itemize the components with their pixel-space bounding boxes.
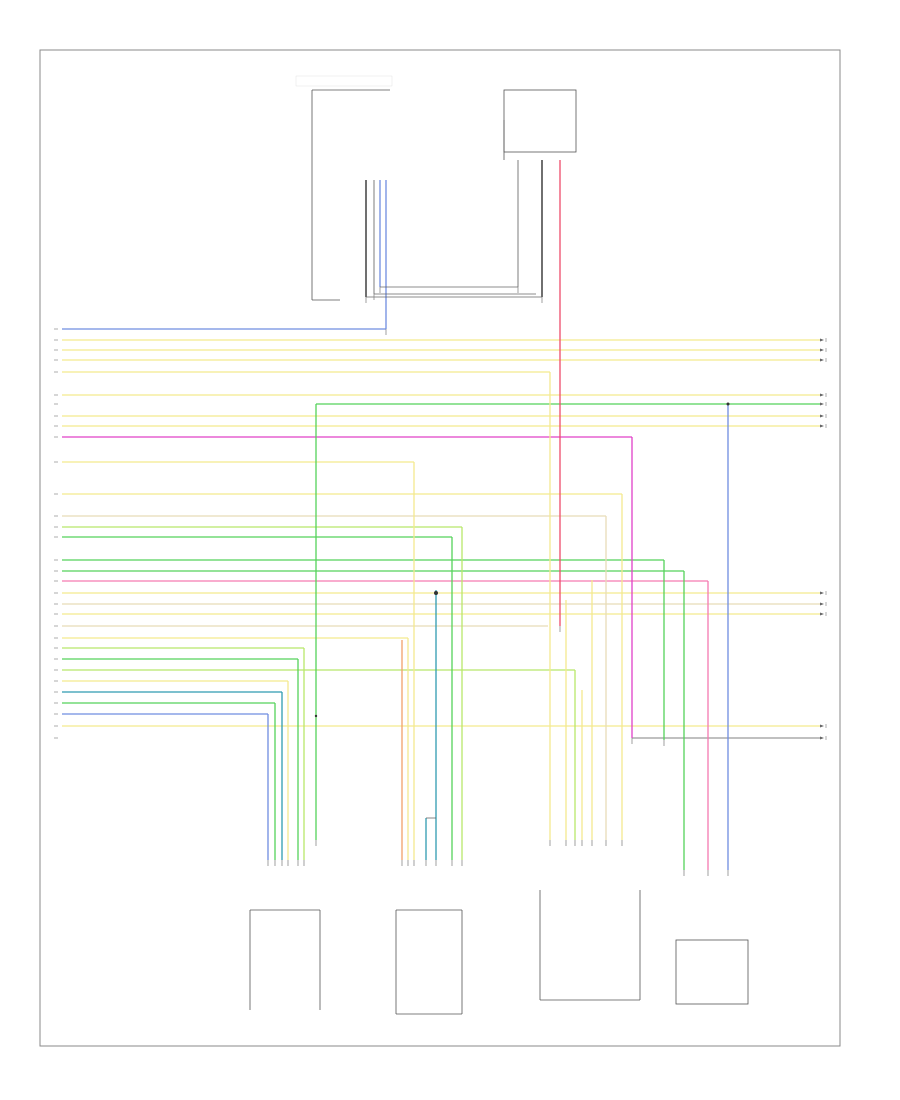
right-pin-arrow xyxy=(820,393,824,397)
bottom-connector-3 xyxy=(539,890,641,1001)
left-connector-pins xyxy=(54,328,58,739)
right-pin-arrow xyxy=(820,736,824,740)
vertical-wires xyxy=(267,160,729,870)
right-pin-arrow xyxy=(820,602,824,606)
right-pin-arrow xyxy=(820,402,824,406)
right-pin-arrow xyxy=(820,338,824,342)
horizontal-wires xyxy=(62,328,820,739)
right-pin-arrow xyxy=(820,414,824,418)
bottom-connector-2 xyxy=(395,909,463,1015)
right-pin-arrow xyxy=(820,358,824,362)
right-connector-pins xyxy=(820,338,827,740)
right-pin-arrow xyxy=(820,348,824,352)
right-pin-arrow xyxy=(820,424,824,428)
splice-dots xyxy=(314,402,730,718)
top-connector-left xyxy=(295,75,393,301)
top-connector-right xyxy=(503,89,577,160)
bottom-connector-1 xyxy=(249,909,321,1010)
bottom-connector-4 xyxy=(675,939,749,1005)
pin-label-stubs xyxy=(267,287,729,876)
diagram-frame xyxy=(39,49,841,1047)
right-pin-arrow xyxy=(820,591,824,595)
right-pin-arrow xyxy=(820,612,824,616)
right-pin-arrow xyxy=(820,724,824,728)
